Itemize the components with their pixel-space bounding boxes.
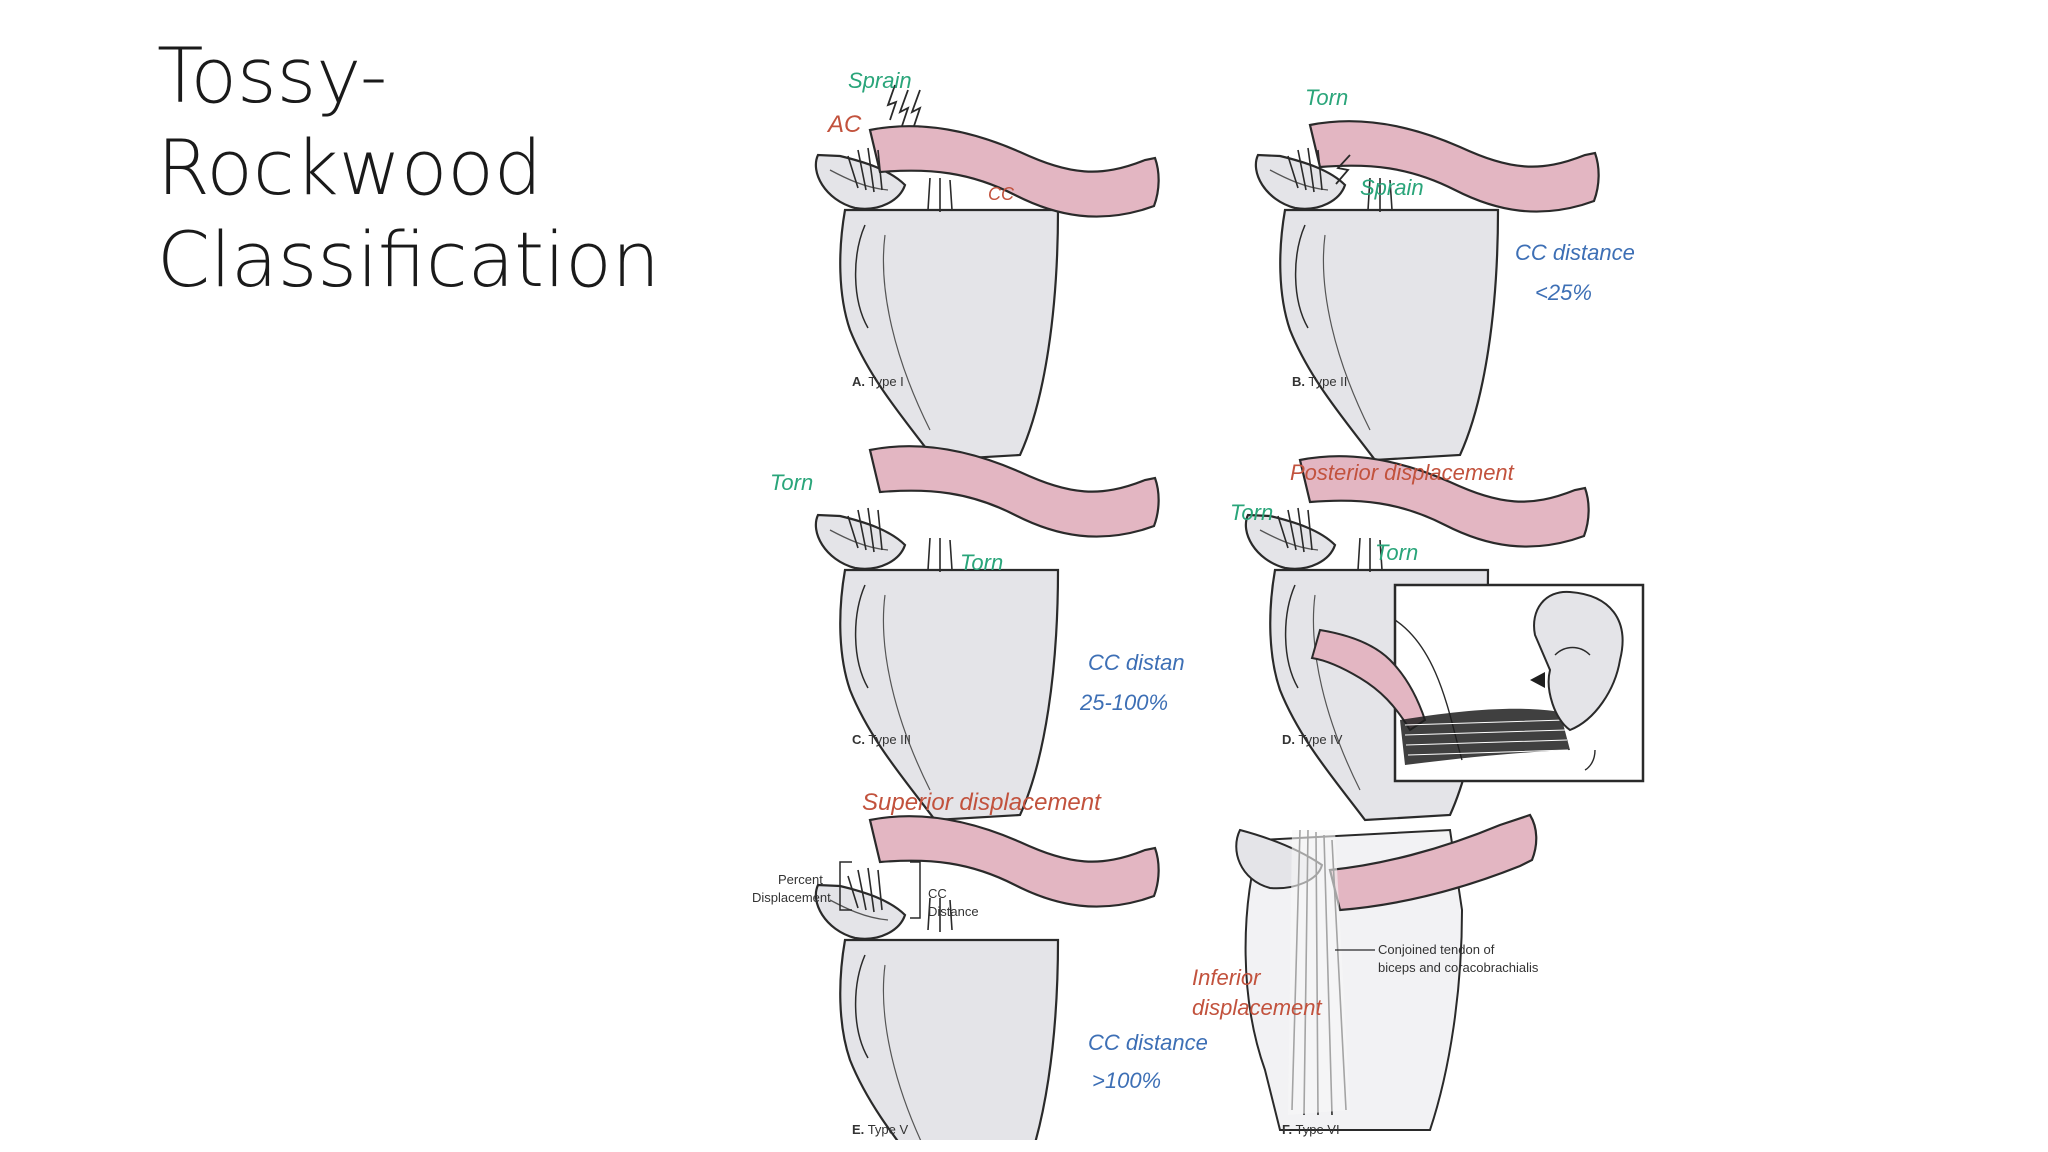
- panel-a: Sprain AC CC A. Type I: [814, 68, 1160, 462]
- caption-e: E. Type V: [852, 1122, 908, 1137]
- caption-c: C. Type III: [852, 732, 911, 747]
- note-torn-ac: Torn: [1230, 500, 1273, 525]
- panel-f: Inferior displacement Conjoined tendon o…: [1192, 813, 1539, 1137]
- note-sprain: Sprain: [848, 68, 912, 93]
- sprain-marks-icon: [886, 84, 922, 127]
- note-torn-cc: Torn: [1375, 540, 1418, 565]
- cc-distance-bracket: [910, 861, 921, 919]
- panel-e-illustration: [814, 815, 1160, 1140]
- caption-d: D. Type IV: [1282, 732, 1343, 747]
- note-cc-distance: CC distan: [1088, 650, 1185, 675]
- panel-a-illustration: [814, 84, 1160, 462]
- panel-c-illustration: [814, 445, 1160, 822]
- panel-d-inset: [1310, 583, 1645, 783]
- panel-c: Torn Torn CC distan 25-100% C. Type III: [770, 445, 1185, 822]
- note-torn-ac: Torn: [770, 470, 813, 495]
- note-cc-percent: 25-100%: [1079, 690, 1168, 715]
- classification-figure: Sprain AC CC A. Type I Torn Sprain CC di…: [740, 40, 1660, 1140]
- note-cc-distance: CC distance: [1515, 240, 1635, 265]
- label-conjoined-tendon: Conjoined tendon of: [1378, 942, 1495, 957]
- percent-displacement-bracket: [839, 861, 852, 911]
- note-cc: CC: [988, 184, 1015, 204]
- caption-b: B. Type II: [1292, 374, 1347, 389]
- panel-e: Superior displacement Percent Displaceme…: [752, 789, 1208, 1140]
- panel-b: Torn Sprain CC distance <25% B. Type II: [1254, 85, 1635, 462]
- note-posterior-displacement: Posterior displacement: [1290, 460, 1515, 485]
- figure-svg: Sprain AC CC A. Type I Torn Sprain CC di…: [752, 68, 1645, 1140]
- label-cc: CC: [928, 886, 947, 901]
- note-cc-percent: <25%: [1535, 280, 1592, 305]
- note-superior-displacement: Superior displacement: [862, 789, 1102, 816]
- label-distance: Distance: [928, 904, 979, 919]
- label-displacement: Displacement: [752, 890, 831, 905]
- note-torn: Torn: [1305, 85, 1348, 110]
- panel-d: Posterior displacement Torn Torn D. Type…: [1230, 455, 1645, 822]
- note-cc-distance: CC distance: [1088, 1030, 1208, 1055]
- note-cc-percent: >100%: [1092, 1068, 1161, 1093]
- label-percent: Percent: [778, 872, 823, 887]
- caption-a: A. Type I: [852, 374, 904, 389]
- panel-f-illustration: [1235, 813, 1538, 1131]
- note-displacement: displacement: [1192, 995, 1323, 1020]
- slide-title: Tossy- Rockwood Classification: [157, 31, 660, 304]
- note-sprain: Sprain: [1360, 175, 1424, 200]
- panel-b-illustration: [1254, 120, 1600, 462]
- sprain-marks-icon: [1335, 154, 1351, 185]
- label-biceps-coracobrachialis: biceps and coracobrachialis: [1378, 960, 1539, 975]
- note-ac: AC: [826, 111, 862, 138]
- note-torn-cc: Torn: [960, 550, 1003, 575]
- note-inferior: Inferior: [1192, 965, 1262, 990]
- caption-f: F. Type VI: [1282, 1122, 1340, 1137]
